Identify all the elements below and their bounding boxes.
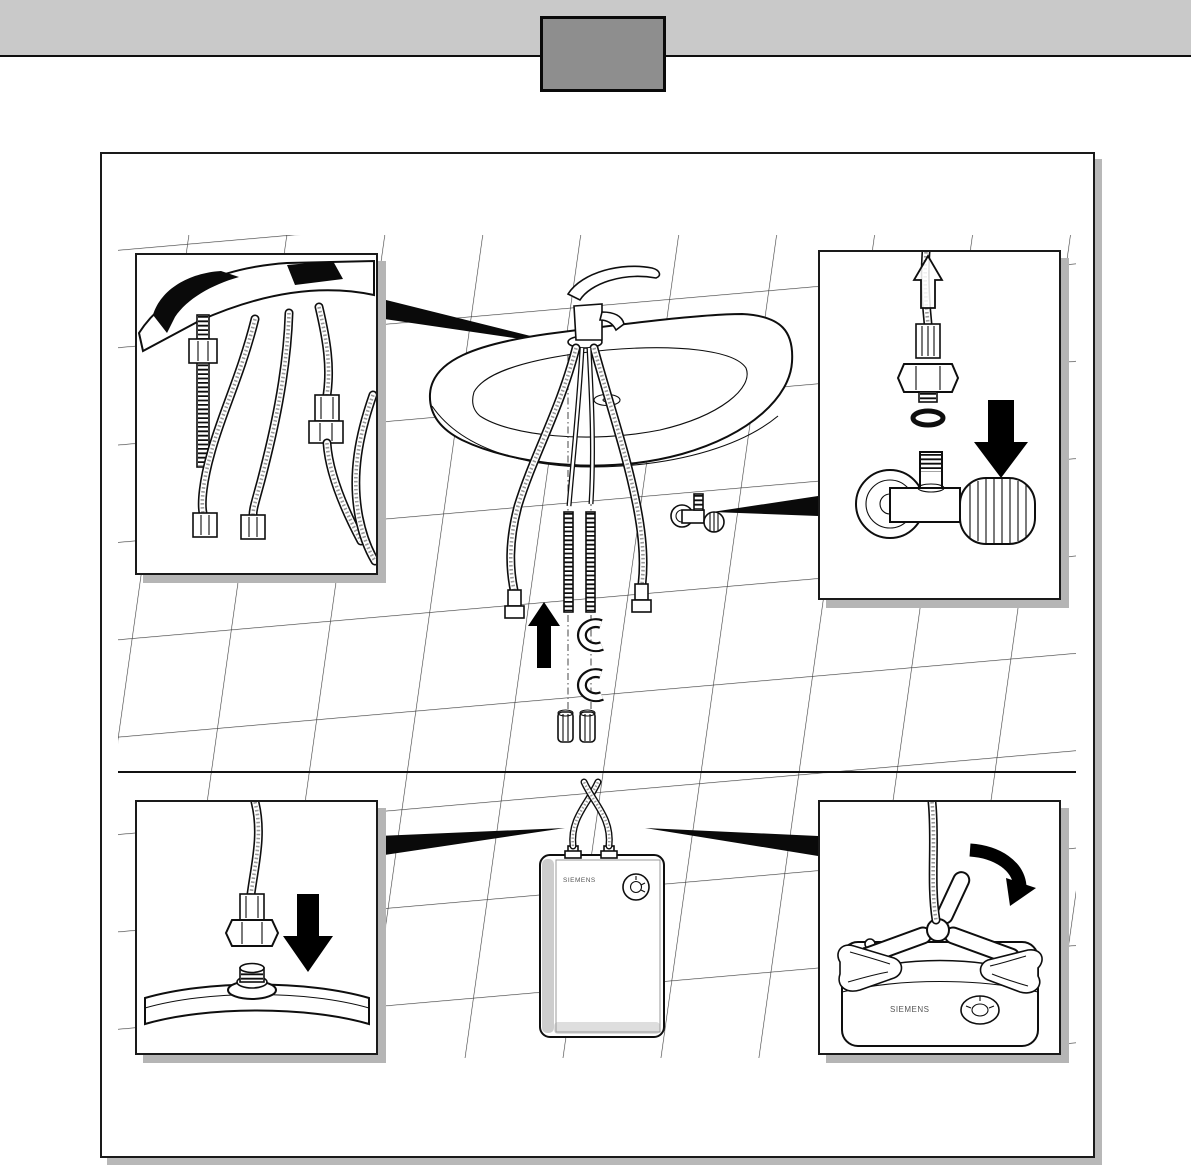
faucet-hoses — [504, 343, 652, 619]
horseshoe-washer-1 — [576, 618, 604, 653]
union-nut — [896, 363, 960, 403]
braided-hose-left — [506, 343, 581, 595]
outlet-fitting — [227, 962, 277, 1000]
callout-wedge-top-right — [712, 496, 818, 516]
wrench-tighten-detail-drawing: SIEMENS — [837, 802, 1043, 1047]
knurled-handwheel — [959, 477, 1036, 545]
hose-end-fitting-left — [504, 605, 525, 619]
callout-wedge-bottom-right — [645, 828, 818, 856]
heater-brand-label: SIEMENS — [563, 877, 596, 884]
braided-hose-d — [322, 438, 366, 546]
braided-hose-a — [197, 314, 260, 518]
compression-fitting — [308, 394, 344, 444]
heater-knob — [622, 873, 650, 901]
threaded-rods — [563, 511, 596, 613]
hose-b-nut — [240, 514, 266, 540]
water-heater: SIEMENS — [539, 845, 665, 1038]
hose-end-nut-right — [634, 583, 649, 601]
mounting-clamp — [287, 261, 343, 285]
braided-hose-c — [314, 302, 334, 400]
diagram-panel: SIEMENS — [100, 152, 1095, 1158]
hose-a-nut — [192, 512, 218, 538]
mounting-bracket — [153, 271, 239, 333]
under-sink-detail-drawing — [137, 259, 376, 566]
hose-connection-detail-drawing — [144, 802, 370, 1026]
copper-pipe-right — [586, 347, 595, 505]
angle-valve-detail-drawing — [855, 252, 1036, 545]
hose-end-nut-left — [507, 589, 522, 607]
inset-hose-to-heater-outlet — [135, 800, 378, 1055]
inset-under-sink-hose-connections — [135, 253, 378, 575]
heater-brand-label: SIEMENS — [890, 1005, 930, 1014]
valve-outlet-thread — [919, 451, 943, 489]
faucet — [566, 265, 661, 349]
hose-nut — [224, 919, 280, 947]
braided-hose-e — [351, 390, 376, 566]
angle-valve-body — [855, 451, 1036, 545]
left-hand — [837, 944, 903, 992]
rod-nut — [188, 338, 218, 364]
heater-bottom-shade — [554, 1022, 660, 1034]
heater-hose-right — [580, 778, 613, 850]
heater-side-shade — [542, 859, 554, 1033]
angle-valve-small — [670, 493, 725, 533]
basin-underside — [137, 259, 375, 353]
hose-end-fitting-right — [631, 599, 652, 613]
heater-hose-left — [569, 778, 602, 850]
up-arrow — [528, 602, 560, 668]
right-hand — [979, 949, 1043, 994]
inset-tighten-with-plastic-wrench: SIEMENS — [818, 800, 1061, 1055]
plastic-wrench — [855, 871, 1021, 966]
header-tab — [540, 16, 666, 92]
inset-angle-valve-assembly — [818, 250, 1061, 600]
down-arrow — [974, 400, 1028, 478]
up-direction-arrow — [912, 254, 944, 309]
copper-pipe-left — [566, 347, 585, 507]
braided-hose-right — [589, 343, 648, 589]
hose-connector — [224, 893, 280, 947]
threaded-rod — [188, 314, 218, 468]
horseshoe-washer-2 — [576, 668, 604, 703]
braided-hose — [927, 802, 941, 925]
down-arrow — [283, 894, 333, 972]
rotation-arrow — [969, 843, 1036, 906]
filter-connector — [915, 323, 941, 359]
callout-wedge-top-left — [378, 298, 575, 347]
o-ring — [910, 408, 946, 428]
callout-wedges — [378, 298, 818, 856]
braided-hose-b — [248, 308, 294, 520]
callout-wedge-bottom-left — [378, 828, 565, 856]
braided-hose — [246, 802, 263, 899]
spacer-nuts — [557, 709, 596, 743]
